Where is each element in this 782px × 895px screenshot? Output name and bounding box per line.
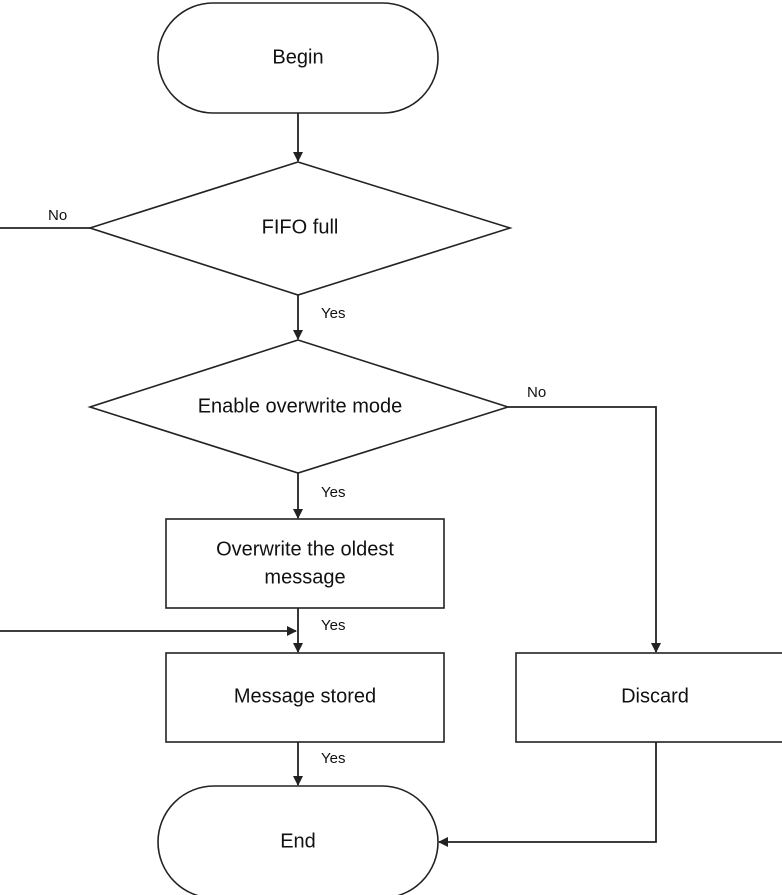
overwrite-mode-no-label: No bbox=[527, 384, 546, 401]
overwrite-mode-yes-label: Yes bbox=[321, 484, 345, 501]
enable-overwrite-label: Enable overwrite mode bbox=[198, 395, 403, 417]
fifo-full-label: FIFO full bbox=[262, 216, 339, 238]
fifo-no-label: No bbox=[48, 207, 67, 224]
discard-node: Discard bbox=[515, 652, 782, 743]
overwrite-oldest-node: Overwrite the oldest message bbox=[165, 518, 445, 609]
oldest-yes-label: Yes bbox=[321, 617, 345, 634]
message-stored-shape bbox=[165, 652, 445, 743]
arrow-discard-to-end bbox=[438, 742, 657, 847]
discard-label: Discard bbox=[621, 685, 689, 707]
fifo-full-decision: FIFO full bbox=[87, 161, 513, 296]
overwrite-oldest-label-line1: Overwrite the oldest bbox=[216, 538, 394, 560]
end-node: End bbox=[157, 785, 439, 895]
begin-label: Begin bbox=[272, 46, 323, 68]
end-label: End bbox=[280, 830, 316, 852]
message-stored-label: Message stored bbox=[234, 685, 376, 707]
message-stored-node: Message stored bbox=[165, 652, 445, 743]
fifo-yes-label: Yes bbox=[321, 305, 345, 322]
overwrite-oldest-shape bbox=[165, 518, 445, 609]
overwrite-oldest-label-line2: message bbox=[264, 566, 345, 588]
stored-yes-label: Yes bbox=[321, 750, 345, 767]
enable-overwrite-decision: Enable overwrite mode bbox=[87, 339, 511, 474]
begin-node: Begin bbox=[157, 2, 439, 114]
discard-shape bbox=[515, 652, 782, 743]
arrow-overwrite-mode-no-to-discard bbox=[508, 406, 661, 653]
